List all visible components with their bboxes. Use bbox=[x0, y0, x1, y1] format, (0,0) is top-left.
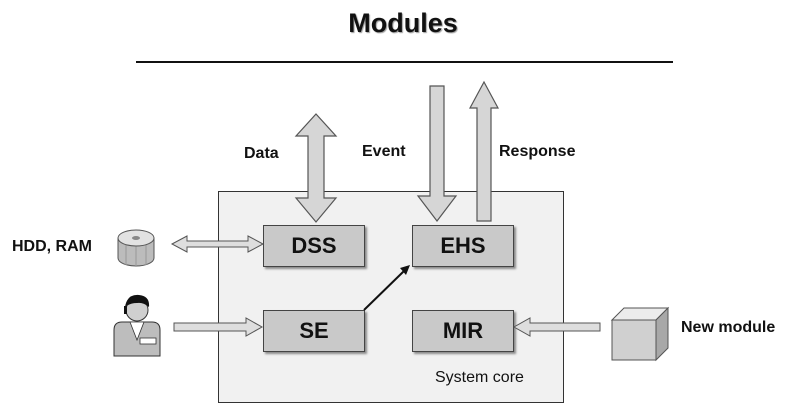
event-arrow-down bbox=[416, 85, 458, 222]
diagram-arrows bbox=[113, 80, 670, 362]
storage-double-arrow bbox=[170, 235, 265, 253]
user-icon bbox=[113, 294, 161, 357]
se-to-ehs-arrowhead bbox=[400, 265, 410, 275]
response-arrow-up bbox=[468, 80, 500, 222]
new-module-label: New module bbox=[681, 319, 776, 336]
ehs-module: EHS bbox=[412, 225, 514, 267]
system-core-label: System core bbox=[435, 369, 524, 386]
disk-icon bbox=[117, 229, 155, 267]
response-label: Response bbox=[499, 143, 576, 160]
se-module: SE bbox=[263, 310, 365, 352]
cube-icon bbox=[610, 306, 670, 362]
data-label: Data bbox=[244, 145, 279, 162]
new-module-to-mir-arrow bbox=[512, 317, 601, 337]
se-to-ehs-arrow bbox=[363, 270, 405, 311]
user-to-se-arrow bbox=[173, 317, 264, 337]
storage-label: HDD, RAM bbox=[12, 238, 92, 255]
data-double-arrow bbox=[294, 113, 338, 223]
dss-module: DSS bbox=[263, 225, 365, 267]
mir-module: MIR bbox=[412, 310, 514, 352]
event-label: Event bbox=[362, 143, 406, 160]
diagram-title: Modules bbox=[348, 8, 458, 38]
title-underline bbox=[136, 61, 673, 63]
